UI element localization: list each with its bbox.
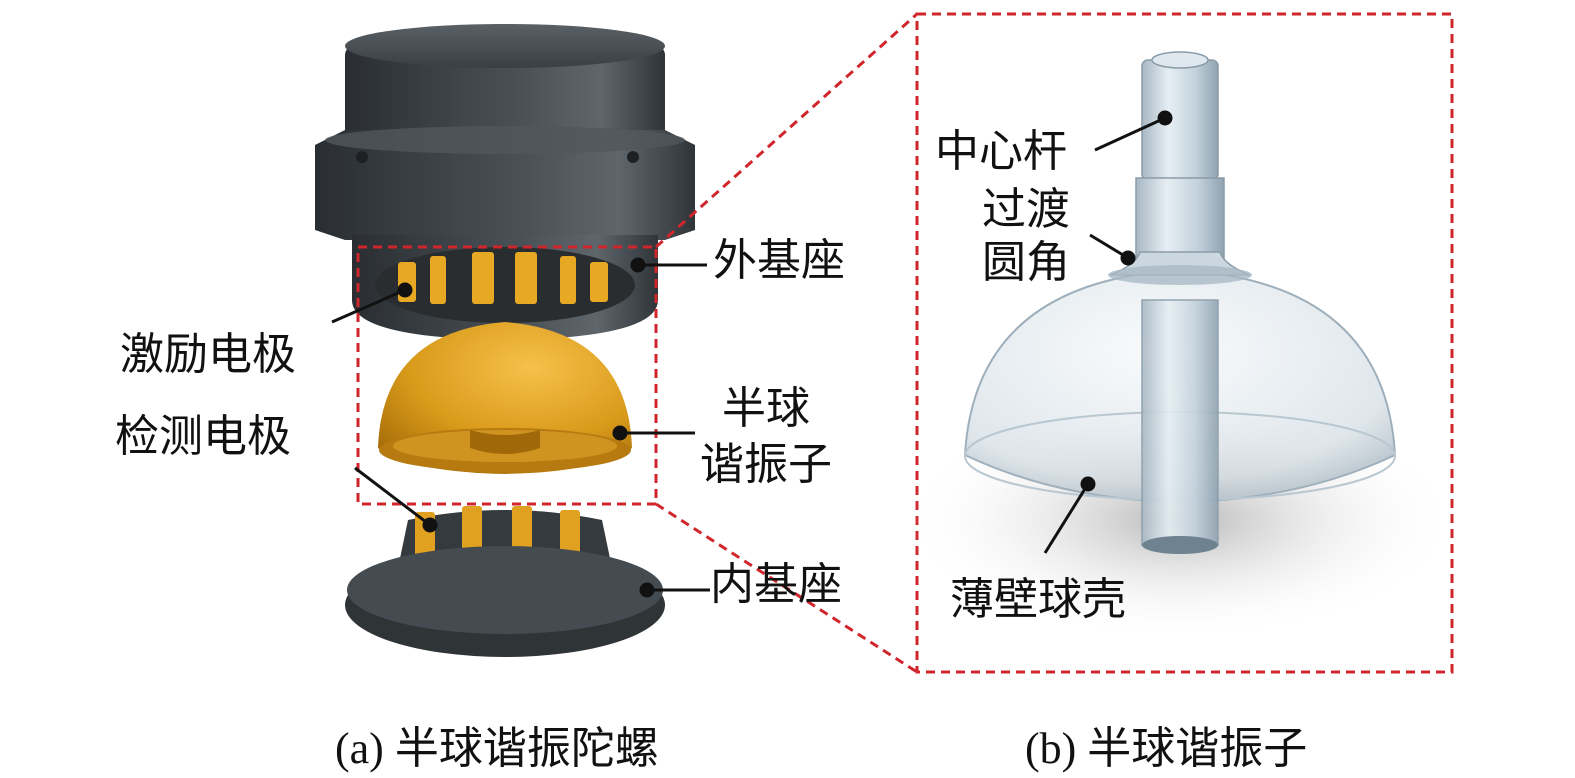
label-inner-base: 内基座 <box>710 559 842 610</box>
label-outer-base: 外基座 <box>713 235 845 286</box>
label-center-rod: 中心杆 <box>935 126 1067 177</box>
highlight-box <box>356 245 658 506</box>
label-resonator-line2: 谐振子 <box>700 439 832 490</box>
leader-fillet <box>1089 233 1136 266</box>
center-rod <box>1135 51 1225 554</box>
leader-resonator <box>612 425 695 441</box>
label-excitation-electrode: 激励电极 <box>120 329 296 380</box>
leader-outer-base <box>630 257 707 273</box>
label-resonator-line1: 半球 <box>722 383 810 434</box>
leader-detection-electrode <box>354 466 438 533</box>
leader-center-rod <box>1094 110 1173 152</box>
leader-excitation-electrode <box>331 282 413 324</box>
leader-thin-shell <box>1043 476 1096 554</box>
label-fillet-line1: 过渡 <box>982 184 1070 235</box>
label-thin-shell: 薄壁球壳 <box>950 574 1126 625</box>
caption-panel-b: (b) 半球谐振子 <box>1025 724 1308 773</box>
label-detection-electrode: 检测电极 <box>115 411 291 462</box>
outer-base-housing <box>315 24 695 340</box>
zoom-connector-bottom <box>655 502 918 674</box>
leader-inner-base <box>639 582 710 598</box>
caption-panel-a: (a) 半球谐振陀螺 <box>335 724 659 773</box>
zoom-connector-top <box>655 12 918 249</box>
hemispherical-resonator-gold <box>378 322 632 474</box>
inner-base-housing <box>345 506 665 657</box>
transition-fillet <box>1108 251 1252 285</box>
label-fillet-line2: 圆角 <box>982 237 1070 288</box>
